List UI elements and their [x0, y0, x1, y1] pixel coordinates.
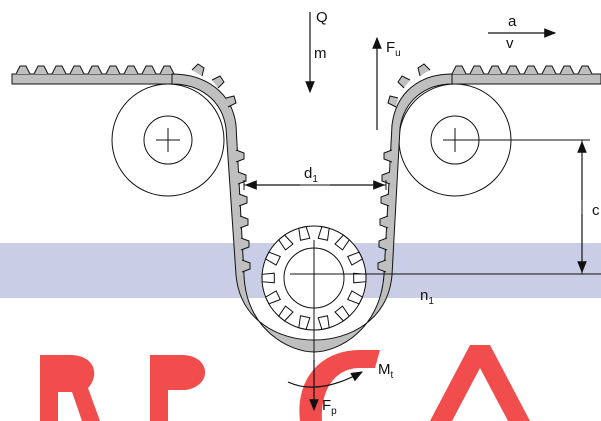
- sprocket-tooth: [317, 226, 330, 241]
- sprocket-tooth: [317, 315, 330, 330]
- label-mt-sub: t: [391, 370, 394, 381]
- label-n1-sub: 1: [428, 296, 434, 307]
- toothed-belt: [11, 63, 601, 353]
- label-fp-main: F: [322, 397, 331, 414]
- labels: Q m Fu a v d1 c n1 Mt Fp: [304, 9, 600, 417]
- label-a: a: [508, 13, 517, 30]
- watermark-letters: [40, 345, 530, 421]
- sprocket-tooth: [264, 251, 281, 266]
- sprocket-tooth: [353, 272, 367, 284]
- label-fp-sub: p: [331, 406, 337, 417]
- belt-wrap: [171, 73, 453, 353]
- label-d1-sub: 1: [312, 174, 318, 185]
- mt-arc-arrow: [287, 371, 364, 388]
- sprocket-tooth: [261, 272, 275, 284]
- sprocket-tooth: [278, 305, 294, 322]
- sprocket-tooth: [347, 290, 364, 305]
- belt-teeth-right: [451, 65, 593, 75]
- label-mt-main: M: [378, 361, 391, 378]
- label-m: m: [314, 45, 327, 62]
- label-n1-main: n: [420, 287, 428, 304]
- sprocket-tooth: [278, 234, 294, 251]
- sprocket-tooth: [334, 234, 350, 251]
- label-d1-main: d: [304, 165, 312, 182]
- label-v: v: [506, 35, 514, 52]
- sprocket-tooth: [298, 226, 311, 241]
- label-c: c: [592, 202, 600, 219]
- sprocket-tooth: [347, 251, 364, 266]
- label-fp: Fp: [322, 397, 337, 417]
- label-d1: d1: [304, 165, 318, 185]
- belt-teeth-inner-left: [235, 149, 251, 273]
- force-arrows: [244, 12, 587, 412]
- label-mt: Mt: [378, 361, 394, 381]
- label-n1: n1: [420, 287, 434, 307]
- label-fu: Fu: [386, 39, 401, 59]
- sprocket-tooth: [264, 290, 281, 305]
- label-fu-main: F: [386, 39, 395, 56]
- sprocket-tooth: [298, 315, 311, 330]
- belt-teeth-outer-right: [387, 63, 431, 108]
- idler-pulley-left: [111, 83, 225, 197]
- belt-teeth-left: [15, 65, 175, 75]
- sprocket-tooth: [334, 305, 350, 322]
- label-q: Q: [316, 9, 328, 26]
- label-fu-sub: u: [395, 48, 401, 59]
- belt-teeth-outer-left: [191, 63, 237, 108]
- belt-teeth-inner-right: [377, 149, 393, 273]
